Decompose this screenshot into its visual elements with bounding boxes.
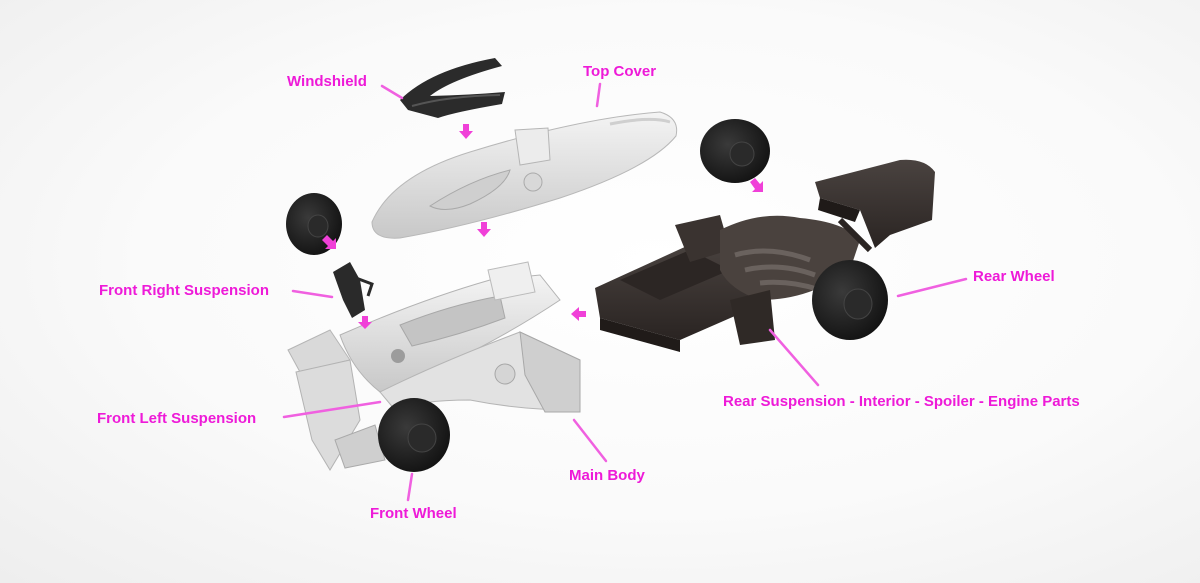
- leader-rear-wheel: [896, 277, 968, 298]
- leader-windshield: [380, 84, 404, 100]
- main-body-part-icon: [287, 261, 581, 471]
- leader-front-right-suspension: [291, 289, 334, 299]
- wheel-icon: [378, 398, 450, 472]
- leader-top-cover: [595, 82, 602, 108]
- windshield-part-icon: [400, 58, 505, 118]
- leader-front-left-suspension: [282, 400, 382, 419]
- label-rear-wheel: Rear Wheel: [973, 268, 1055, 285]
- top-cover-part-icon: [371, 111, 678, 239]
- label-windshield: Windshield: [287, 73, 367, 90]
- label-rear-assembly: Rear Suspension - Interior - Spoiler - E…: [723, 393, 1080, 410]
- leader-main-body: [572, 418, 608, 463]
- rear-assembly-part-icon: [595, 159, 935, 352]
- leader-lines: [282, 82, 968, 502]
- assembly-arrow-icon: [322, 124, 763, 329]
- suspension-part-icon: [333, 262, 374, 318]
- label-main-body: Main Body: [569, 467, 645, 484]
- label-front-left-suspension: Front Left Suspension: [97, 410, 257, 427]
- label-top-cover: Top Cover: [583, 63, 657, 80]
- leader-rear-assembly: [768, 328, 820, 387]
- label-front-right-suspension: Front Right Suspension: [99, 282, 269, 299]
- wheel-icon: [812, 260, 888, 340]
- leader-front-wheel: [406, 472, 414, 502]
- wheel-icon: [700, 119, 770, 183]
- label-front-wheel: Front Wheel: [370, 505, 457, 522]
